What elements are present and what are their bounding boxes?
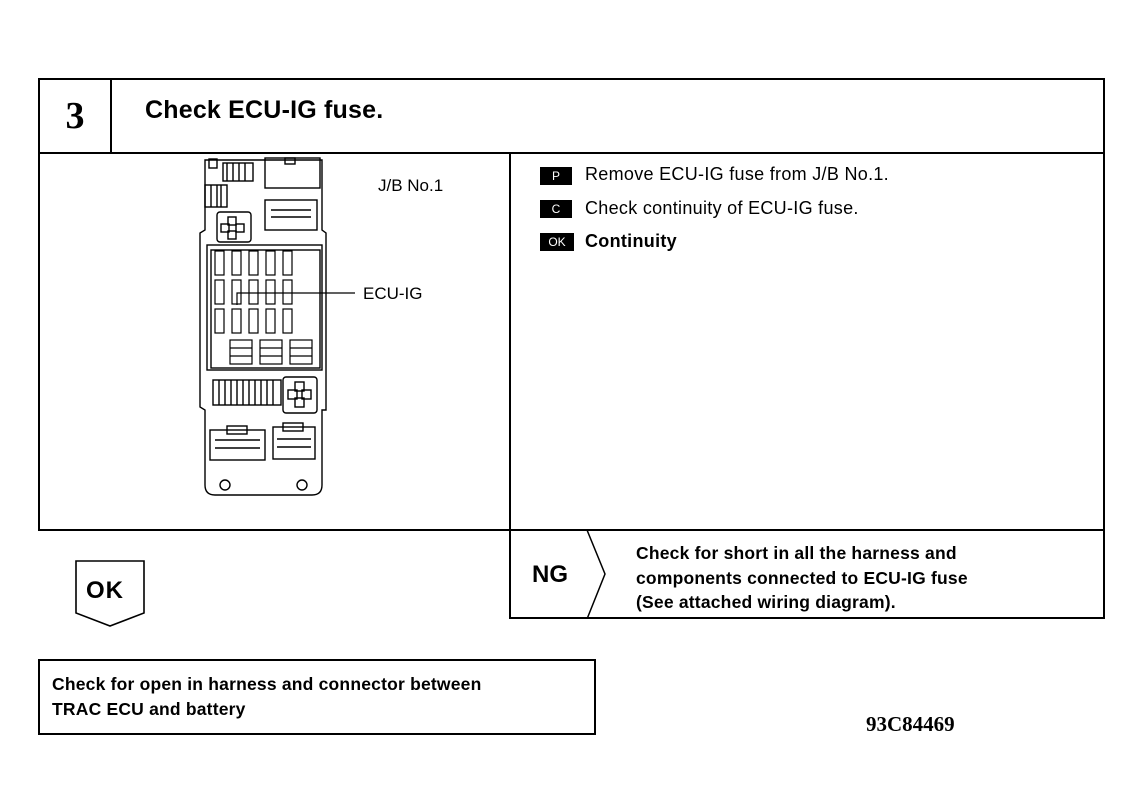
ng-label: NG (532, 561, 568, 588)
document-code: 93C84469 (866, 712, 955, 736)
junction-block-label: J/B No.1 (378, 176, 444, 195)
column-divider (509, 152, 511, 619)
step-number: 3 (65, 95, 85, 137)
next-step-line-1: Check for open in harness and connector … (52, 674, 482, 694)
instruction-check-continuity: Check continuity of ECU-IG fuse. (585, 198, 859, 218)
ng-action-line-2: components connected to ECU-IG fuse (636, 567, 968, 588)
main-box-top (38, 78, 1105, 80)
ng-box-bottom (509, 617, 1105, 619)
number-divider (110, 78, 112, 153)
ng-action-line-1: Check for short in all the harness and (636, 543, 957, 563)
step-title: Check ECU-IG fuse. (145, 96, 384, 124)
ng-action-text: Check for short in all the harness and c… (636, 541, 968, 615)
next-step-text: Check for open in harness and connector … (52, 672, 482, 721)
ng-action-line-3: (See attached wiring diagram). (636, 592, 896, 612)
check-badge: C (540, 200, 572, 218)
main-box-right (1103, 78, 1105, 619)
ecu-ig-fuse-label: ECU-IG (363, 284, 423, 303)
instruction-result: Continuity (585, 231, 677, 251)
junction-block-diagram (199, 157, 355, 496)
main-box-bottom (38, 529, 1105, 531)
ok-badge: OK (540, 233, 574, 251)
ok-label: OK (86, 577, 124, 604)
header-divider (38, 152, 1105, 154)
next-step-line-2: TRAC ECU and battery (52, 698, 246, 719)
next-step-box (38, 659, 596, 735)
procedure-badge: P (540, 167, 572, 185)
instruction-remove-fuse: Remove ECU-IG fuse from J/B No.1. (585, 164, 889, 184)
main-box-left (38, 78, 40, 531)
ok-arrow-shape (75, 560, 145, 627)
ng-arrow-divider (586, 530, 606, 619)
